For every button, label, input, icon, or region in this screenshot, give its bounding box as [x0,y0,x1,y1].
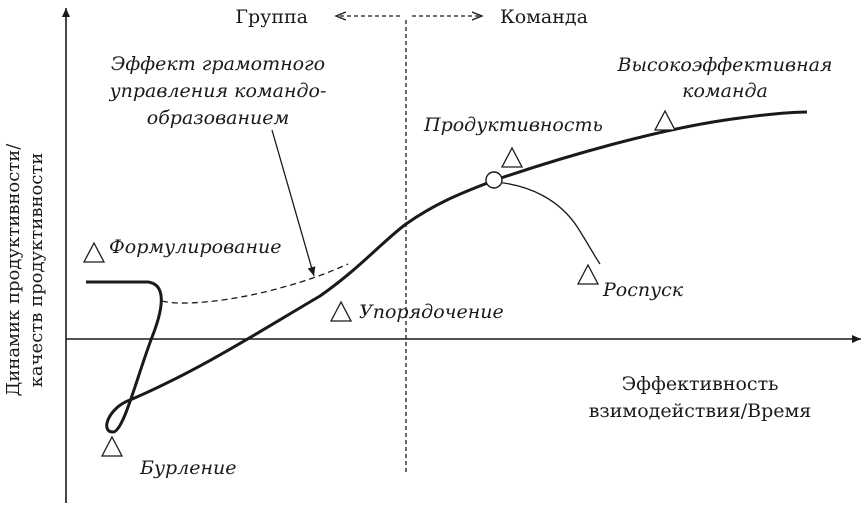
annotation-arrow [271,129,316,277]
high-performing-label-line2: команда [682,80,768,102]
annotation-line2: управления командо- [109,80,327,102]
y-axis-label-line1: Динамик продуктивности/ [3,143,24,397]
high-performing-label-line1: Высокоэффективная [616,54,832,76]
adjourning-curve [494,181,601,265]
storming-triangle-icon [100,435,124,457]
y-axis-label-line2: качеств продуктивности [26,153,47,388]
performing-triangle-icon [500,146,524,168]
storming-label: Бурление [139,457,236,479]
performing-label: Продуктивность [423,114,603,136]
high-performing-triangle-icon [653,109,677,131]
x-axis-label-line2: взимодействия/Время [589,400,812,422]
group-label: Группа [235,6,308,28]
forming-triangle-icon [82,241,106,263]
adjourning-triangle-icon [576,263,600,285]
annotation-line3: образованием [147,107,289,129]
x-axis-label-line1: Эффективность [622,373,779,395]
forming-label: Формулирование [109,236,281,258]
norming-triangle-icon [329,300,353,322]
effective-management-curve [161,263,349,304]
team-development-curve [86,110,808,434]
adjourning-label: Роспуск [602,279,684,301]
norming-label: Упорядочение [359,301,504,323]
split-point-circle [485,171,503,189]
annotation-line1: Эффект грамотного [111,53,325,75]
team-label: Команда [500,6,588,28]
